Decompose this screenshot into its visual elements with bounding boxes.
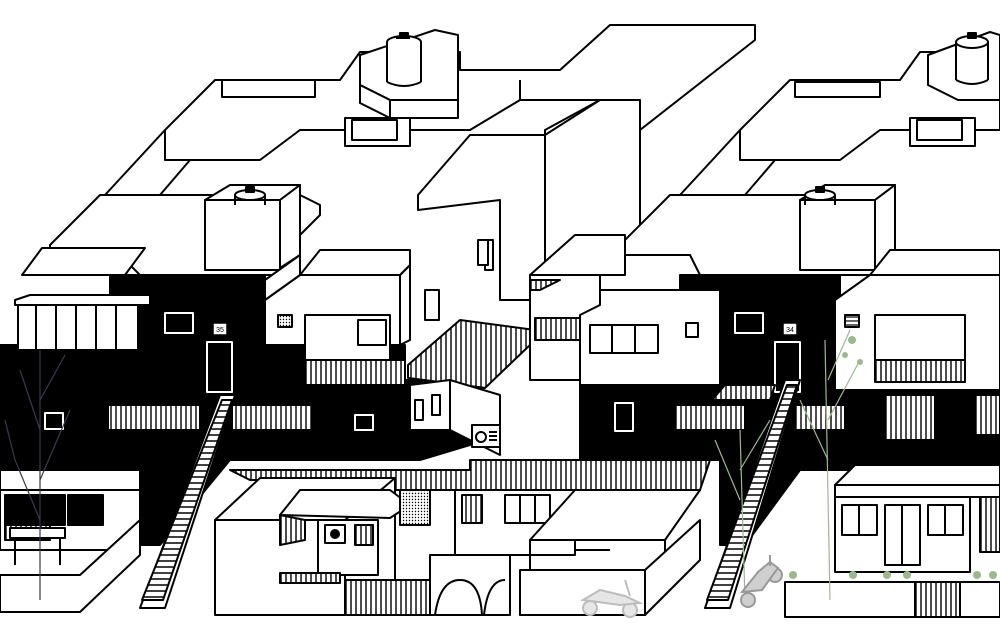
house-number-plate: 34 xyxy=(782,322,798,336)
window xyxy=(424,289,440,321)
front-wall-right xyxy=(784,581,1000,618)
window xyxy=(614,402,634,432)
mid-roof-right xyxy=(619,184,896,276)
left-upper-box xyxy=(264,249,411,386)
railing xyxy=(674,404,746,431)
open-pavilion xyxy=(519,489,701,616)
rooftop-water-tank-block-1 xyxy=(344,29,459,147)
ground-house-center xyxy=(454,489,576,556)
railing xyxy=(794,404,846,431)
staircase-right xyxy=(704,379,801,609)
tree-icon xyxy=(714,419,771,601)
window xyxy=(354,414,374,431)
air-conditioner-icon xyxy=(471,424,501,448)
mid-roof-left xyxy=(21,184,321,276)
right-small-tower xyxy=(529,234,626,381)
railing xyxy=(231,404,313,431)
water-tank-icon xyxy=(386,32,422,87)
potted-plant-icon xyxy=(789,571,997,579)
window xyxy=(164,312,194,334)
right-upper-box xyxy=(834,249,1000,441)
railing xyxy=(107,404,201,431)
right-white-box xyxy=(579,289,721,386)
ground-house-right xyxy=(834,464,1000,573)
left-balcony-unit xyxy=(14,294,151,351)
window xyxy=(477,239,489,266)
tree-icon xyxy=(4,350,71,600)
garden-bench xyxy=(9,527,66,565)
tree-icon xyxy=(799,329,863,601)
water-tank-icon xyxy=(804,186,836,205)
scooter-icon xyxy=(580,579,644,618)
house-number: 34 xyxy=(786,327,794,334)
door xyxy=(206,341,233,393)
scooter-icon xyxy=(739,555,783,608)
water-tank-icon xyxy=(955,32,989,85)
window xyxy=(734,312,764,334)
upper-roof-right xyxy=(679,51,1000,196)
front-gate xyxy=(344,554,511,616)
window xyxy=(44,412,64,430)
sloped-shade-roof xyxy=(711,384,776,401)
house-number-plate: 35 xyxy=(212,322,228,336)
house-number: 35 xyxy=(216,327,224,334)
water-tank-icon xyxy=(234,186,266,205)
sloped-shade-roof xyxy=(407,319,536,389)
staircase-left xyxy=(139,394,236,609)
left-ground-shed xyxy=(0,469,141,613)
